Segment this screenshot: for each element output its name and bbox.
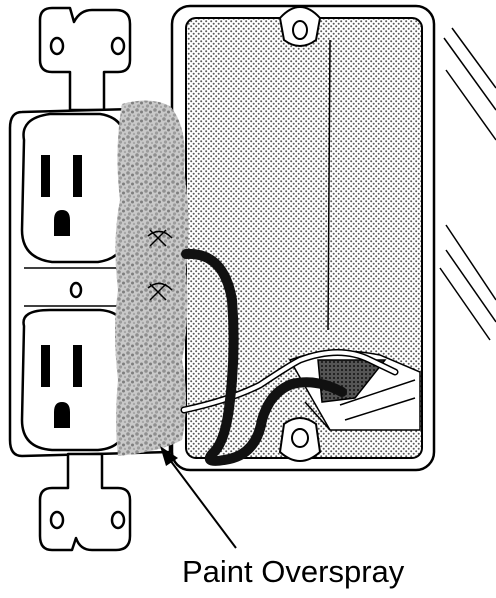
paint-overspray-area xyxy=(115,100,189,456)
paint-overspray-label: Paint Overspray xyxy=(182,556,404,587)
wall-hatch-lines xyxy=(440,28,496,340)
